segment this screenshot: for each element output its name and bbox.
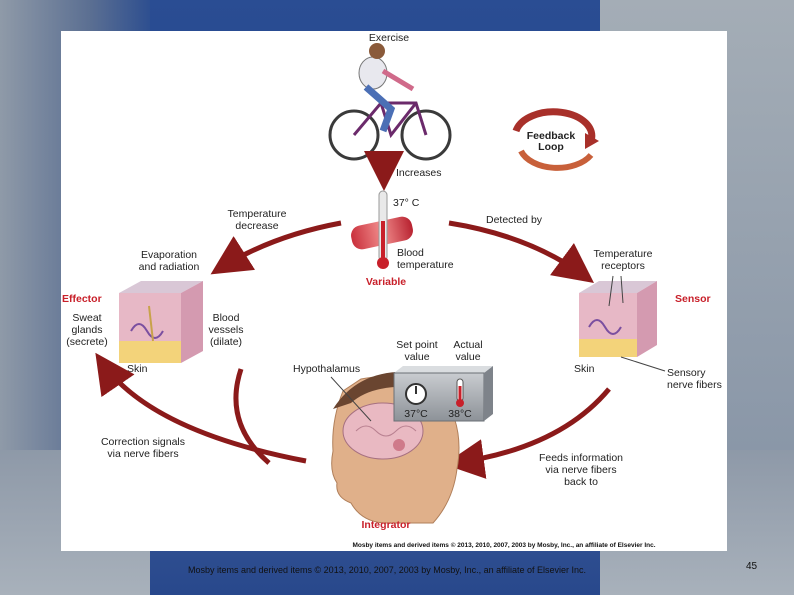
blood-vessels-line3: (dilate) [210, 336, 242, 348]
actual-value-line1: Actual [453, 339, 482, 351]
effector-label: Effector [62, 293, 102, 305]
evaporation-line1: Evaporation [141, 249, 197, 261]
set-point-temp: 37°C [404, 408, 428, 420]
evaporation-line2: and radiation [139, 261, 200, 273]
correction-signals-arrow [95, 352, 307, 464]
hypothalamus-pointer [330, 376, 372, 422]
skin-right-label: Skin [574, 363, 595, 375]
effector-link-arrow [233, 368, 271, 465]
blood-temperature-line2: temperature [397, 259, 454, 271]
integrator-label: Integrator [361, 519, 410, 531]
temperature-receptors-line1: Temperature [594, 248, 653, 260]
increases-label: Increases [396, 167, 442, 179]
diagram-credit: Mosby items and derived items © 2013, 20… [352, 541, 655, 549]
correction-signals-line2: via nerve fibers [107, 448, 178, 460]
feedback-loop-label-line1: Feedback [527, 130, 576, 142]
temperature-decrease-line2: decrease [235, 220, 278, 232]
actual-value-line2: value [455, 351, 480, 363]
slide-footer: Mosby items and derived items © 2013, 20… [188, 565, 587, 575]
feeds-information-line2: via nerve fibers [545, 464, 616, 476]
variable-label: Variable [366, 276, 406, 288]
blood-temperature-line1: Blood [397, 247, 424, 259]
sweat-glands-line1: Sweat [72, 312, 101, 324]
blood-vessels-line1: Blood [213, 312, 240, 324]
feeds-information-line3: back to [564, 476, 598, 488]
feedback-loop-label-line2: Loop [538, 141, 564, 153]
set-point-line1: Set point [396, 339, 438, 351]
blood-vessels-line2: vessels [208, 324, 243, 336]
homeostasis-diagram: Exercise Feedback Loop Increases 37° C B… [62, 32, 722, 549]
correction-signals-line1: Correction signals [101, 436, 185, 448]
blood-vessel-thermometer [351, 190, 413, 269]
sweat-glands-line3: (secrete) [66, 336, 107, 348]
hypothalamus-label: Hypothalamus [293, 363, 360, 375]
feeds-information-arrow [444, 387, 611, 479]
detected-by-label: Detected by [486, 214, 543, 226]
feeds-information-line1: Feeds information [539, 452, 623, 464]
sweat-glands-line2: glands [72, 324, 103, 336]
sensory-nerve-pointer [620, 356, 666, 372]
exercise-label: Exercise [369, 32, 409, 44]
sensory-nerve-fibers-line2: nerve fibers [667, 379, 722, 391]
comparator-box [393, 366, 493, 422]
actual-temp: 38°C [448, 408, 472, 420]
cyclist-illustration [328, 43, 452, 161]
temperature-value-label: 37° C [393, 197, 420, 209]
effector-skin-block [119, 281, 203, 363]
temperature-receptors-line2: receptors [601, 260, 645, 272]
temperature-decrease-line1: Temperature [228, 208, 287, 220]
diagram-panel: Exercise Feedback Loop Increases 37° C B… [61, 31, 727, 551]
slide-number: 45 [746, 561, 758, 572]
detected-by-arrow [448, 220, 595, 283]
feedback-loop-icon [512, 108, 599, 171]
temperature-decrease-arrow [210, 220, 342, 275]
sensory-nerve-fibers-line1: Sensory [667, 367, 706, 379]
skin-left-label: Skin [127, 363, 148, 375]
sensor-label: Sensor [675, 293, 711, 305]
sensor-skin-block [579, 275, 657, 357]
set-point-line2: value [404, 351, 429, 363]
